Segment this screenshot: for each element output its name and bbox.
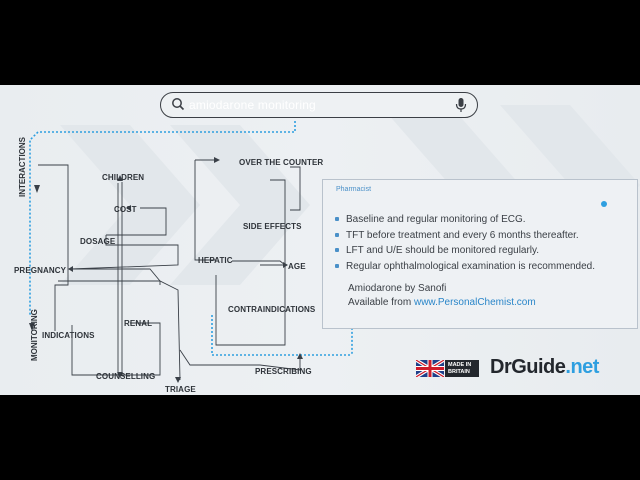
node-pregnancy[interactable]: PREGNANCY xyxy=(14,266,67,275)
bullet-item: Baseline and regular monitoring of ECG. xyxy=(333,212,595,228)
node-age[interactable]: AGE xyxy=(288,262,306,271)
microphone-icon[interactable] xyxy=(455,97,467,113)
pharmacist-panel: Pharmacist Baseline and regular monitori… xyxy=(322,179,638,329)
mind-map-connectors xyxy=(29,121,604,383)
node-side-effects[interactable]: SIDE EFFECTS xyxy=(243,222,302,231)
node-counselling[interactable]: COUNSELLING xyxy=(96,372,156,381)
made-in-britain-badge: MADE IN BRITAIN xyxy=(445,360,479,377)
node-over-the-counter[interactable]: OVER THE COUNTER xyxy=(239,158,324,167)
node-monitoring[interactable]: MONITORING xyxy=(30,309,39,361)
node-indications[interactable]: INDICATIONS xyxy=(42,331,95,340)
bullet-item: Regular ophthalmological examination is … xyxy=(333,259,595,275)
panel-title: Pharmacist xyxy=(336,186,372,193)
node-cost[interactable]: COST xyxy=(114,205,137,214)
logo-suffix: .net xyxy=(565,356,599,378)
bullet-item: TFT before treatment and every 6 months … xyxy=(333,228,595,244)
node-prescribing[interactable]: PRESCRIBING xyxy=(255,367,312,376)
monitoring-bullet-list: Baseline and regular monitoring of ECG. … xyxy=(333,212,595,274)
node-dosage[interactable]: DOSAGE xyxy=(80,237,116,246)
node-triage[interactable]: TRIAGE xyxy=(165,385,196,394)
node-contraindications[interactable]: CONTRAINDICATIONS xyxy=(228,305,316,314)
availability-text: Available from www.PersonalChemist.com xyxy=(348,297,536,308)
search-input[interactable]: amiodarone monitoring xyxy=(189,98,316,112)
search-bar[interactable]: amiodarone monitoring xyxy=(160,92,478,118)
connector-end-dot xyxy=(601,201,607,207)
badge-line-2: BRITAIN xyxy=(448,368,470,375)
node-children[interactable]: CHILDREN xyxy=(102,173,145,182)
bullet-item: LFT and U/E should be monitored regularl… xyxy=(333,243,595,259)
node-interactions[interactable]: INTERACTIONS xyxy=(18,137,27,197)
node-hepatic[interactable]: HEPATIC xyxy=(198,256,233,265)
personalchemist-link[interactable]: www.PersonalChemist.com xyxy=(413,297,536,308)
available-prefix: Available from xyxy=(348,297,414,308)
node-renal[interactable]: RENAL xyxy=(124,319,153,328)
union-flag-icon xyxy=(416,360,444,377)
video-frame: amiodarone monitoring INTERACTIONS MONIT… xyxy=(0,85,640,395)
brand-text: Amiodarone by Sanofi xyxy=(348,283,447,294)
badge-line-1: MADE IN xyxy=(448,362,472,368)
drguide-logo[interactable]: DrGuide.net xyxy=(490,356,599,379)
logo-main: DrGuide xyxy=(490,356,566,378)
search-icon xyxy=(172,98,185,111)
